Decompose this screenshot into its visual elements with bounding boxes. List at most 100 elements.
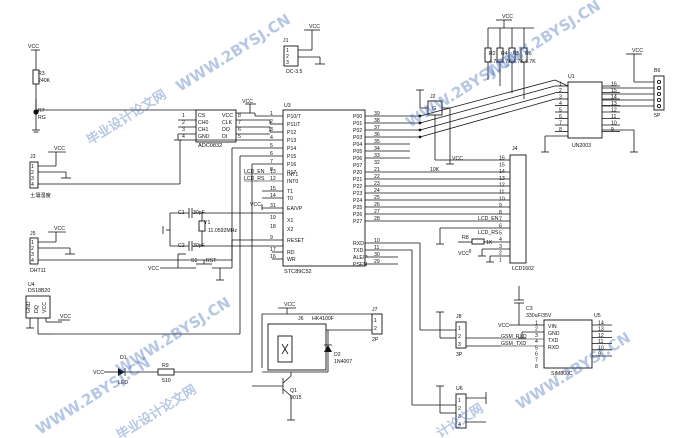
mcu-pin-name: P22	[353, 184, 362, 190]
svg-text:U4: U4	[28, 282, 35, 288]
svg-text:2: 2	[458, 334, 461, 340]
svg-text:LCD1602: LCD1602	[512, 266, 534, 272]
lcd-pin-number: 11	[499, 190, 504, 196]
mcu-pin-name: T0	[287, 196, 293, 202]
u1-in-pin-number: 1	[559, 82, 562, 88]
vcc-r3: VCC	[28, 44, 40, 70]
svg-text:VIN: VIN	[548, 324, 557, 330]
mcu-pin-name: P23	[353, 191, 362, 197]
mcu-pin-name: P16	[287, 162, 296, 168]
lcd-pin-number: 7	[499, 217, 502, 223]
svg-text:LCD_RS: LCD_RS	[244, 176, 265, 182]
sensor-u4: U4 DS18B20 GND DQ VCC	[25, 282, 51, 319]
lcd-pin-number: 6	[499, 224, 502, 230]
u5-right-pin-number: 11	[598, 339, 603, 345]
svg-text:1: 1	[286, 48, 289, 54]
lcd-pin-number: 4	[499, 237, 502, 243]
svg-text:240K: 240K	[38, 78, 51, 84]
mcu-pin-name: P00	[353, 114, 362, 120]
pullup-resistors: R2 R4 R5 R6 4.7K 4.7K 4.7K 4.7K	[484, 47, 536, 65]
lcd-pin-number: 5	[499, 230, 502, 236]
mcu-pin-number: 33	[374, 153, 380, 159]
u1-in-pin-number: 8	[559, 127, 562, 133]
svg-text:7: 7	[238, 120, 241, 126]
u1-out-pin-number: 15	[611, 88, 617, 94]
mcu-pin-number: 21	[374, 167, 380, 173]
u5-left-pin-number: 1	[535, 321, 538, 327]
u1-in-pin-number: 7	[559, 121, 562, 127]
svg-text:GSM_TXD: GSM_TXD	[501, 341, 526, 347]
svg-text:5P: 5P	[654, 113, 661, 119]
mcu-pin-name: P10/T	[287, 114, 302, 120]
svg-text:R3: R3	[38, 71, 45, 77]
svg-text:3: 3	[31, 252, 34, 258]
mcu-pin-number: 5	[270, 143, 273, 149]
lcd-pin-number: 10	[499, 196, 505, 202]
reset-button-s1[interactable]: S1 RST	[190, 258, 232, 269]
mcu-pin-name: P04	[353, 142, 362, 148]
svg-text:DO: DO	[222, 127, 230, 133]
svg-text:VCC: VCC	[284, 302, 295, 308]
mcu-pin-number: 15	[270, 186, 276, 192]
svg-text:Y1: Y1	[204, 220, 210, 226]
relay-j6: J6 HK4100F	[267, 316, 334, 371]
svg-text:GSM_RXD: GSM_RXD	[501, 334, 527, 340]
svg-text:R5: R5	[513, 51, 520, 57]
svg-text:2: 2	[182, 120, 185, 126]
mcu-pin-number: 12	[270, 176, 276, 182]
mcu-pin-number: 25	[374, 195, 380, 201]
u1-out-pin-number: 11	[611, 114, 616, 120]
svg-text:9015: 9015	[290, 395, 302, 401]
mcu-pin-name: P20	[353, 170, 362, 176]
svg-text:VCC: VCC	[632, 48, 643, 54]
svg-text:D2: D2	[334, 352, 341, 358]
mcu-pin-name: P03	[353, 135, 362, 141]
mcu-pin-name: P15	[287, 154, 296, 160]
mcu-pin-number: 38	[374, 118, 380, 124]
svg-text:毕业设计论文网: 毕业设计论文网	[114, 382, 200, 438]
svg-text:3: 3	[458, 414, 461, 420]
connector-u6: U6 1 2 3 4	[455, 386, 467, 429]
svg-text:5: 5	[238, 134, 241, 140]
resistor-r8: R8 1K	[462, 235, 493, 246]
mcu-pin-number: 4	[270, 135, 273, 141]
mcu-pin-name: INT1	[287, 172, 298, 178]
capacitor-c3: C3 330uF/35V	[514, 299, 552, 319]
mcu-pin-number: 39	[374, 111, 380, 117]
mcu-pin-number: 29	[374, 259, 380, 265]
u1-in-pin-number: 3	[559, 95, 562, 101]
svg-text:6: 6	[238, 127, 241, 133]
mcu-pin-name: WR	[287, 257, 296, 263]
svg-text:1: 1	[31, 164, 34, 170]
mcu-pin-name: P02	[353, 128, 362, 134]
svg-text:J7: J7	[372, 307, 378, 313]
mcu-pin-name: RXD	[353, 241, 364, 247]
mcu-pin-number: 26	[374, 202, 380, 208]
u5-right-pin-number: 10	[598, 345, 604, 351]
svg-text:VCC: VCC	[28, 44, 39, 50]
mcu-pin-number: 27	[374, 209, 380, 215]
svg-text:U6: U6	[456, 386, 463, 392]
svg-text:U1: U1	[568, 74, 575, 80]
svg-text:土壤湿度: 土壤湿度	[30, 191, 51, 199]
u5-left-pin-number: 6	[535, 352, 538, 358]
svg-text:1: 1	[31, 240, 34, 246]
u5-left-pin-number: 8	[535, 364, 538, 370]
connector-j3: J3 1 2 3 4 土壤湿度	[29, 154, 51, 199]
svg-text:WWW.2BYSJ.CN: WWW.2BYSJ.CN	[483, 0, 604, 81]
mcu-pin-name: X1	[287, 218, 293, 224]
svg-text:STC89C52: STC89C52	[284, 269, 312, 275]
svg-text:LED: LED	[118, 380, 128, 386]
svg-text:J4: J4	[512, 146, 518, 152]
svg-text:1: 1	[374, 318, 377, 324]
mcu-pin-number: 2	[270, 119, 273, 125]
svg-text:VCC: VCC	[452, 156, 463, 162]
svg-text:UN2003: UN2003	[572, 143, 591, 149]
mcu-pin-name: ALE/P	[353, 255, 368, 261]
svg-text:S1: S1	[191, 258, 197, 264]
svg-text:2: 2	[286, 54, 289, 60]
mcu-pin-number: 1	[270, 111, 273, 117]
mcu-pin-number: 16	[270, 254, 276, 260]
